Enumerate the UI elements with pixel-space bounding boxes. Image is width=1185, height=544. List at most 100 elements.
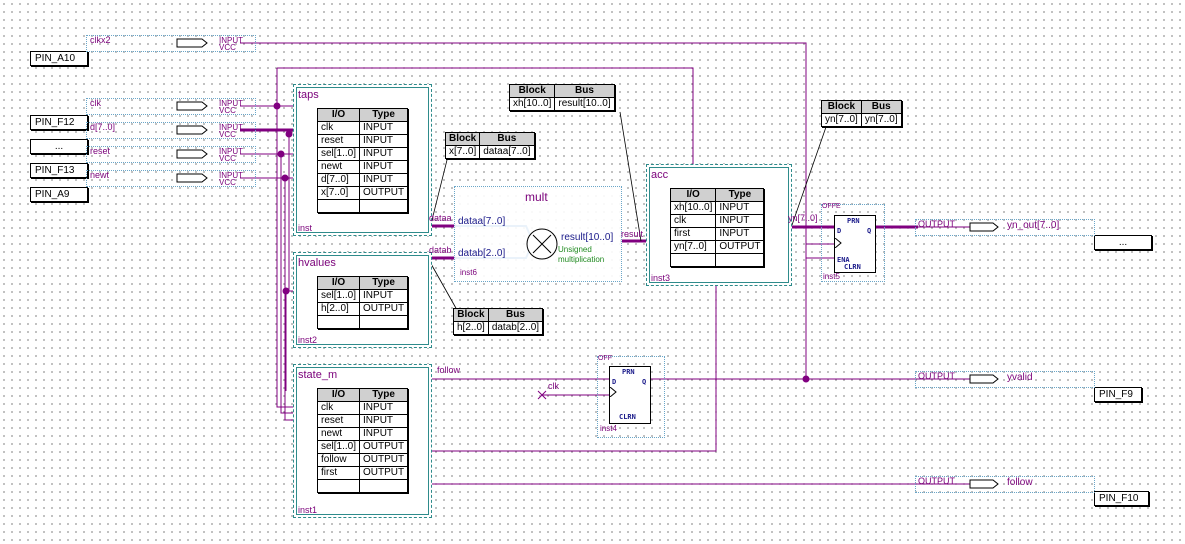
type-header: Type: [715, 188, 765, 202]
input-pin-d[interactable]: [86, 122, 256, 139]
wire-label-datab: datab: [429, 245, 452, 255]
input-name-clkx2: clkx2: [90, 35, 111, 45]
block-state-m-inst: inst1: [298, 505, 318, 515]
input-name-newt: newt: [90, 170, 110, 180]
block-acc-title: acc: [651, 169, 669, 181]
table-row: [316, 199, 409, 213]
output-type-yvalid: OUTPUT: [918, 371, 955, 381]
wire-label-result: result: [621, 229, 644, 239]
input-pin-clk[interactable]: [86, 98, 256, 115]
table-row: sel[1..0]OUTPUT: [316, 440, 409, 454]
table-row: [316, 479, 409, 493]
table-row: yn[7..0]OUTPUT: [669, 240, 765, 254]
ff-offe: PRN D Q ENA CLRN: [834, 215, 876, 273]
block-taps-title: taps: [298, 89, 319, 101]
block-header: Block: [453, 308, 489, 322]
wire-label-clk: clk: [548, 381, 559, 391]
multiplier-icon: [526, 228, 558, 260]
pin-label-f9: PIN_F9: [1094, 387, 1142, 402]
bus-header: Bus: [860, 100, 902, 114]
type-header: Type: [359, 388, 409, 402]
ff-off-q: Q: [642, 378, 647, 386]
block-header: Block: [444, 132, 481, 146]
ff-off-inst: inst4: [600, 424, 617, 433]
table-row: [316, 315, 409, 329]
table-row: d[7..0]INPUT: [316, 173, 409, 187]
output-name-yvalid: yvalid: [1007, 372, 1033, 383]
output-type-follow: OUTPUT: [918, 476, 955, 486]
wire-label-dataa: dataa: [429, 213, 452, 223]
ff-offe-title: OFFE: [822, 203, 841, 210]
output-name-follow: follow: [1007, 477, 1033, 488]
mult-dataa-label: dataa[7..0]: [458, 216, 506, 227]
output-pin-yvalid[interactable]: [915, 371, 1095, 388]
ff-off-frame[interactable]: [597, 356, 665, 438]
block-header: Block: [508, 84, 556, 98]
ff-off-d: D: [612, 378, 617, 386]
ff-off: PRN D Q CLRN: [609, 366, 651, 424]
output-pin-follow[interactable]: [915, 476, 1095, 493]
bus-header: Bus: [479, 132, 535, 146]
block-hvalues-title: hvalues: [298, 257, 336, 269]
io-header: I/O: [316, 388, 361, 402]
table-row: x[7..0]OUTPUT: [316, 186, 409, 200]
ff-offe-inst: inst5: [823, 272, 840, 281]
pin-label-a9: PIN_A9: [30, 187, 88, 202]
ff-offe-d: D: [837, 227, 842, 235]
input-pin-reset[interactable]: [86, 146, 256, 163]
table-row: [669, 253, 765, 267]
ff-offe-ena: ENA: [837, 256, 850, 264]
ff-offe-clrn: CLRN: [844, 263, 861, 271]
table-row: h[2..0]OUTPUT: [316, 302, 409, 316]
table-row: xh[10..0]result[10..0]: [508, 97, 615, 111]
input-name-reset: reset: [90, 146, 111, 156]
type-header: Type: [359, 108, 409, 122]
input-pin-clkx2[interactable]: [86, 35, 256, 52]
table-row: yn[7..0]yn[7..0]: [821, 113, 902, 127]
ff-offe-frame[interactable]: [821, 204, 885, 282]
table-row: h[2..0]datab[2..0]: [453, 321, 544, 335]
mult-multiplication-label: multiplication: [558, 255, 605, 264]
input-pin-newt[interactable]: [86, 170, 256, 187]
ff-offe-prn: PRN: [847, 217, 860, 225]
bus-header: Bus: [554, 84, 615, 98]
ff-off-prn: PRN: [622, 368, 635, 376]
mult-unsigned-label: Unsigned: [558, 245, 592, 254]
output-pin-yn-out[interactable]: [915, 219, 1095, 236]
io-header: I/O: [316, 108, 361, 122]
pin-label-f10: PIN_F10: [1094, 491, 1149, 506]
table-row: sel[1..0]INPUT: [316, 147, 409, 161]
output-type-yn-out: OUTPUT: [918, 219, 955, 229]
clock-edge-icon: [835, 238, 842, 248]
mult-block[interactable]: mult dataa[7..0] datab[2..0] result[10..…: [454, 186, 622, 282]
table-row: xh[10..0]INPUT: [669, 201, 765, 215]
ff-off-title: OFF: [598, 355, 612, 362]
io-header: I/O: [316, 276, 361, 290]
pin-label-ellipsis-left: ...: [30, 139, 88, 154]
pin-label-a10: PIN_A10: [30, 51, 88, 66]
mult-inst-label: inst6: [460, 268, 477, 277]
mult-title: mult: [525, 190, 548, 204]
input-name-d: d[7..0]: [90, 122, 116, 132]
